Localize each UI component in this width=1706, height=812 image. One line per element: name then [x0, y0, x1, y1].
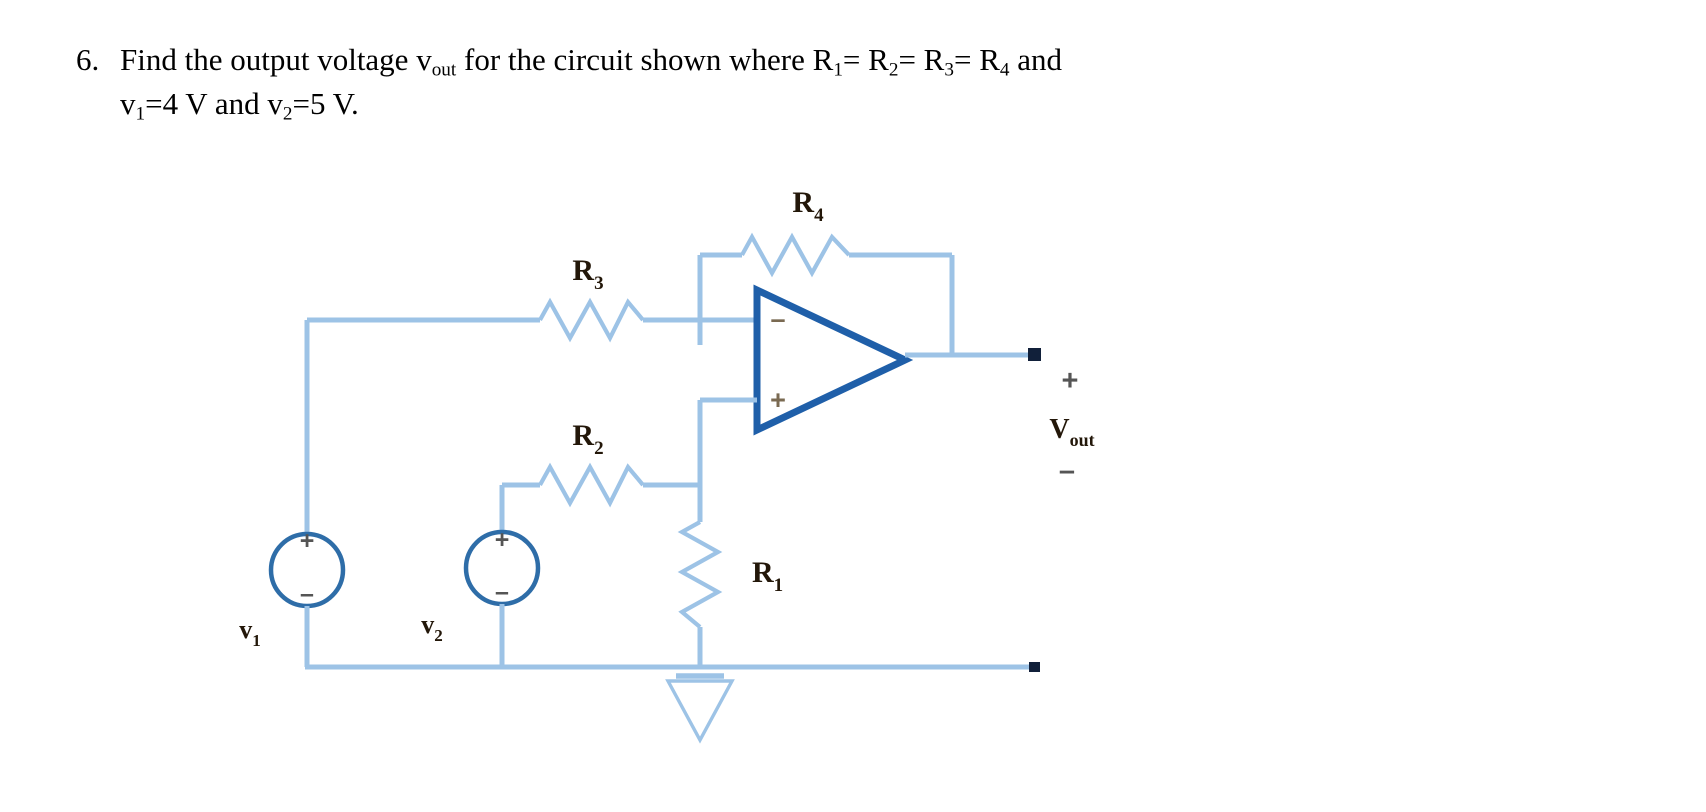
problem-subscript: 2	[282, 103, 293, 125]
resistor-r3	[538, 297, 645, 343]
problem-text-seg: for the circuit shown where R	[456, 42, 834, 77]
problem-line-1: Find the output voltage vout for the cir…	[120, 42, 1063, 81]
label-r1: R1	[752, 556, 783, 596]
v1-minus-sign: –	[300, 580, 314, 608]
bottom-terminal-dot	[1029, 662, 1040, 672]
label-r2: R2	[572, 419, 603, 459]
problem-subscript: 3	[944, 59, 954, 81]
resistor-r1	[677, 520, 723, 629]
label-v2: v2	[421, 610, 443, 645]
label-r3: R3	[572, 254, 603, 294]
resistor-r2	[538, 462, 645, 508]
v1-plus-sign: +	[300, 527, 315, 555]
output-minus-sign: –	[1059, 455, 1075, 487]
opamp-noninverting-sign: +	[770, 385, 786, 415]
output-terminal-dot	[1028, 348, 1041, 361]
problem-text-seg: and	[1009, 42, 1063, 77]
resistor-r4	[740, 232, 851, 278]
v2-plus-sign: +	[495, 526, 510, 554]
problem-text: Find the output voltage vout for the cir…	[120, 38, 1062, 126]
label-vout: Vout	[1049, 414, 1094, 450]
opamp-inverting-sign: –	[770, 304, 785, 334]
problem-text-seg: = R	[953, 42, 1000, 77]
problem-statement: 6. Find the output voltage vout for the …	[76, 38, 1366, 126]
problem-text-seg: =5 V.	[292, 86, 359, 121]
problem-subscript: 1	[135, 103, 146, 125]
problem-number: 6.	[76, 42, 100, 77]
problem-text-seg: = R	[842, 42, 889, 77]
v2-minus-sign: –	[495, 578, 509, 606]
problem-text-seg: v	[120, 86, 136, 121]
problem-text-seg: =4 V and v	[145, 86, 283, 121]
problem-subscript: out	[431, 59, 457, 81]
circuit-diagram: R4 R3 – + + Vout – R2 R1 + – v	[0, 150, 1706, 810]
problem-subscript: 1	[833, 59, 843, 81]
label-r4: R4	[792, 186, 824, 226]
problem-subscript: 2	[888, 59, 899, 81]
problem-line-2: v1=4 V and v2=5 V.	[120, 86, 359, 125]
problem-subscript: 4	[999, 59, 1010, 81]
opamp-triangle	[753, 284, 914, 436]
output-plus-sign: +	[1062, 365, 1079, 397]
problem-text-seg: Find the output voltage v	[120, 42, 432, 77]
problem-text-seg: = R	[898, 42, 945, 77]
ground-icon	[665, 679, 735, 744]
label-v1: v1	[239, 615, 261, 650]
